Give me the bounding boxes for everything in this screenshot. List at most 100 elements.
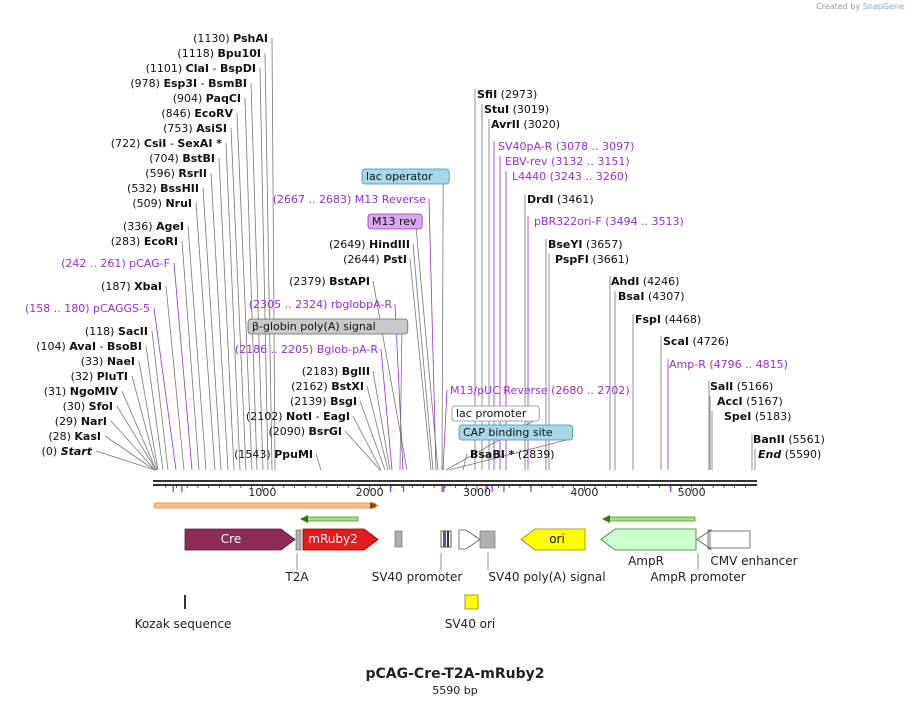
left-site-label: (596) RsrII	[145, 167, 207, 180]
site-text: (29) NarI	[55, 415, 107, 428]
left-site-label: (336) AgeI	[123, 220, 184, 233]
site-line	[138, 360, 159, 471]
site-text: (2644) PstI	[343, 253, 407, 266]
mid-site-label: BsaBI * (2839)	[470, 448, 555, 461]
right-site-label: FspI (4468)	[635, 313, 701, 326]
site-line	[399, 333, 403, 471]
left-site-label: (32) PluTI	[71, 370, 128, 383]
site-line	[131, 375, 158, 471]
site-line	[271, 37, 276, 471]
site-line	[210, 172, 229, 471]
left-site-label: (978) Esp3I - BsmBI	[130, 77, 247, 90]
primer-arrow-head	[300, 515, 308, 523]
site-text: (28) KasI	[48, 430, 101, 443]
feature-tag-text: lac operator	[366, 170, 433, 183]
left-site-label: (704) BstBI	[149, 152, 215, 165]
feature-tag-text: M13 rev	[372, 215, 417, 228]
site-text: SpeI (5183)	[724, 410, 791, 423]
mid-site-label: β-globin poly(A) signal	[247, 318, 409, 335]
ruler-label: 2000	[356, 486, 384, 499]
site-line	[372, 370, 391, 471]
mid-site-label: lac promoter	[451, 405, 540, 422]
ruler-label: 3000	[463, 486, 491, 499]
site-line	[187, 225, 207, 471]
site-line	[145, 345, 164, 471]
site-text: DrdI (3461)	[527, 193, 594, 206]
site-text: M13/pUC Reverse (2680 .. 2702)	[450, 384, 630, 397]
site-text: (1543) PpuMI	[234, 448, 313, 461]
mid-site-label: (2379) BstAPI	[289, 275, 370, 288]
sv40-ori-label: SV40 ori	[445, 617, 496, 631]
feature-tag-text: CAP binding site	[463, 426, 553, 439]
site-line	[448, 439, 567, 471]
site-text: ScaI (4726)	[663, 335, 729, 348]
polya-feature	[394, 530, 403, 548]
left-site-label: (30) SfoI	[63, 400, 113, 413]
site-text: L4440 (3243 .. 3260)	[512, 170, 628, 183]
kozak-label: Kozak sequence	[135, 617, 232, 631]
site-text: (2379) BstAPI	[289, 275, 370, 288]
sv40-polya-feature	[479, 530, 496, 549]
site-line	[344, 430, 381, 471]
cut-site-labels: (1130) PshAI (1118) Bpu10I (1101) ClaI - B…	[25, 32, 825, 461]
ruler-label: 1000	[248, 486, 276, 499]
left-site-label: (846) EcoRV	[161, 107, 233, 120]
left-site-label: (242 .. 261) pCAG-F	[61, 257, 170, 270]
left-site-label: (0) Start	[42, 445, 93, 458]
left-site-label: (33) NaeI	[81, 355, 135, 368]
site-text: (846) EcoRV	[161, 107, 233, 120]
site-text: (2649) HindIII	[329, 238, 410, 251]
site-text: PspFI (3661)	[555, 253, 629, 266]
left-site-label: (753) AsiSI	[163, 122, 227, 135]
site-text: (2186 .. 2205) Bglob-pA-R	[235, 343, 379, 356]
cap-site-block	[447, 531, 449, 547]
sequence-backbone	[153, 480, 757, 486]
ampr-label: AmpR	[628, 554, 664, 568]
site-line	[195, 202, 216, 471]
right-site-label: AhdI (4246)	[611, 275, 679, 288]
right-site-label: pBR322ori-F (3494 .. 3513)	[534, 215, 684, 228]
site-text: (283) EcoRI	[111, 235, 178, 248]
site-text: (532) BssHII	[127, 182, 199, 195]
site-text: (1118) Bpu10I	[177, 47, 261, 60]
site-line	[95, 450, 156, 471]
t2a-feature	[295, 529, 302, 551]
site-text: (704) BstBI	[149, 152, 215, 165]
mid-site-label: (2090) BsrGI	[268, 425, 342, 438]
mid-site-label: (2186 .. 2205) Bglob-pA-R	[235, 343, 379, 356]
site-line	[315, 453, 322, 471]
primer-arrow-head	[602, 515, 610, 523]
site-text: (1101) ClaI - BspDI	[146, 62, 256, 75]
site-line	[442, 389, 448, 471]
feature-tag	[451, 405, 540, 422]
site-text: (0) Start	[42, 445, 93, 458]
left-site-label: (187) XbaI	[101, 280, 162, 293]
ampr-feature	[600, 528, 697, 551]
site-line	[441, 183, 444, 471]
mid-site-label: (2649) HindIII	[329, 238, 410, 251]
right-site-label: AvrII (3020)	[491, 118, 560, 131]
site-text: (509) NruI	[132, 197, 192, 210]
site-line	[264, 52, 273, 471]
right-site-label: BsaI (4307)	[618, 290, 685, 303]
site-text: (2162) BstXI	[291, 380, 364, 393]
left-site-label: (104) AvaI - BsoBI	[36, 340, 142, 353]
site-text: (104) AvaI - BsoBI	[36, 340, 142, 353]
right-site-label: PspFI (3661)	[555, 253, 629, 266]
site-text: (118) SacII	[85, 325, 148, 338]
primer-arrow	[607, 516, 696, 522]
site-line	[173, 262, 193, 471]
site-line	[366, 385, 389, 471]
left-site-label: (722) CsiI - SexAI *	[111, 137, 222, 150]
site-text: Amp-R (4796 .. 4815)	[669, 358, 788, 371]
sv40-promoter-label: SV40 promoter	[372, 570, 463, 584]
left-site-label: (1130) PshAI	[193, 32, 268, 45]
site-text: BsaBI * (2839)	[470, 448, 555, 461]
site-text: (336) AgeI	[123, 220, 184, 233]
site-text: SalI (5166)	[710, 380, 773, 393]
ampr-promoter-feature	[696, 529, 713, 550]
site-text: (30) SfoI	[63, 400, 113, 413]
site-text: (1130) PshAI	[193, 32, 268, 45]
site-text: SfiI (2973)	[477, 88, 537, 101]
